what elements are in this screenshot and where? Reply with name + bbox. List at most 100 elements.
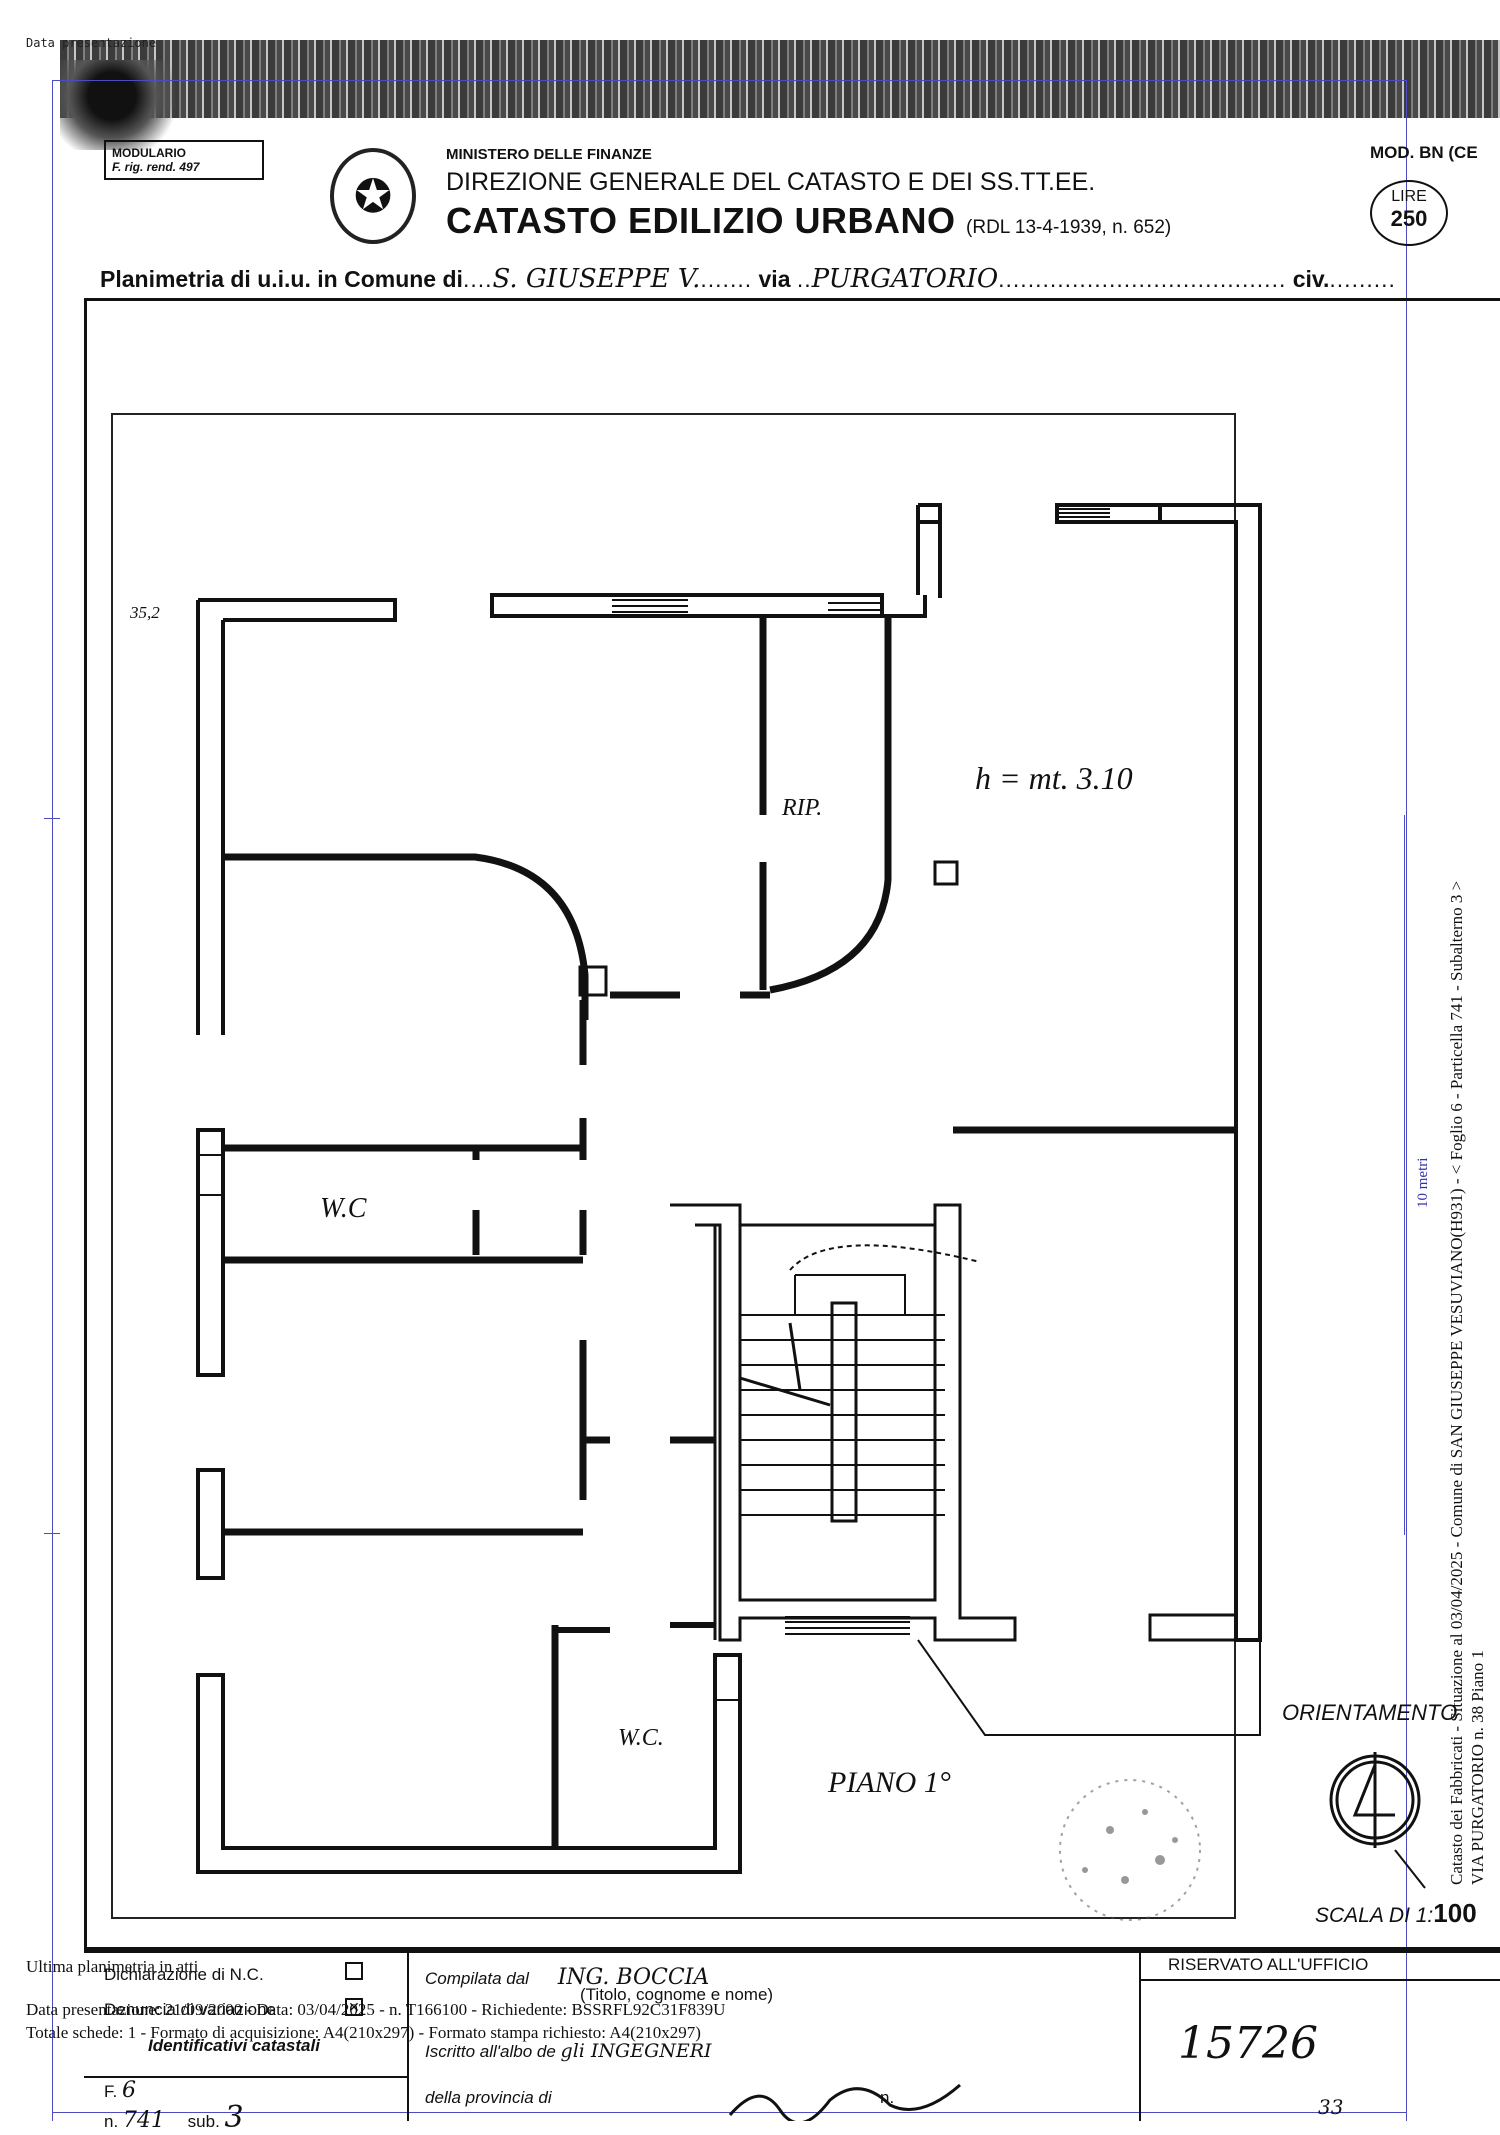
wall-right — [1160, 503, 1262, 1642]
stair-landing — [794, 1274, 906, 1315]
window-stair — [785, 1616, 910, 1635]
guide-tick-left-1 — [44, 818, 60, 819]
office-stamp-blot — [1059, 1779, 1201, 1921]
label-wc-2: W.C. — [618, 1725, 664, 1751]
window-top-3 — [1057, 508, 1110, 518]
catasto-side-stamp: Catasto dei Fabbricati - Situazione al 0… — [1446, 881, 1488, 1885]
scala-label: SCALA DI 1:100 — [1315, 1898, 1477, 1929]
compass-icon — [1329, 1752, 1426, 1889]
foglio-label: F. — [104, 2082, 118, 2101]
lire-value: 250 — [1390, 206, 1428, 231]
denuncia-label: Denuncia di variazione — [104, 2000, 276, 2019]
iscritto-label: Iscritto all'albo de — [425, 2042, 556, 2061]
top-left-text: Data presentazione — [26, 36, 157, 50]
guide-line-right — [1406, 80, 1407, 2121]
scan-noise-band — [60, 40, 1500, 118]
via-value: PURGATORIO — [811, 264, 999, 294]
bottom-form — [84, 1950, 1500, 2124]
window-top-2 — [828, 594, 880, 611]
riservato-label: RISERVATO ALL'UFFICIO — [1168, 1955, 1369, 1974]
wall-notch-top — [916, 505, 940, 524]
window-left-wc — [198, 1154, 223, 1196]
ministry-title: MINISTERO DELLE FINANZE — [446, 146, 652, 163]
guide-line-top — [52, 80, 1406, 81]
scale-bar — [1404, 815, 1405, 1535]
catasto-name: CATASTO EDILIZIO URBANO — [446, 200, 956, 241]
stair-block — [670, 1203, 1261, 1736]
label-wc-1: W.C — [320, 1193, 367, 1224]
catasto-title: CATASTO EDILIZIO URBANO (RDL 13-4-1939, … — [446, 200, 1171, 242]
compilata-label: Compilata dal — [425, 1969, 529, 1988]
wall-bottom-left — [196, 1653, 742, 1874]
guide-line-bottom — [52, 2112, 1406, 2113]
denuncia-checkbox-checked: ✕ — [345, 1998, 363, 2016]
ufficio-small-number: 33 — [1318, 2095, 1344, 2119]
albo-number-label: n. — [880, 2088, 895, 2107]
wall-left-middle — [196, 1128, 225, 1377]
window-bottom-wc — [715, 1654, 740, 1701]
republic-emblem-icon: ✪ — [330, 148, 416, 244]
dichiarazione-label: Dichiarazione di N.C. — [104, 1965, 264, 1984]
comune-value: S. GIUSEPPE V. — [492, 264, 701, 294]
plan-note-top-left: 35,2 — [130, 603, 160, 622]
catasto-ref: (RDL 13-4-1939, n. 652) — [966, 217, 1172, 238]
wall-top-left — [198, 598, 397, 622]
balcony-wall — [1148, 1613, 1238, 1642]
partition-bottom-stubs — [552, 1622, 715, 1640]
lire-stamp: LIRE 250 — [1370, 180, 1448, 246]
compilata-row: Compilata dal ING. BOCCIA — [425, 1965, 709, 1990]
sub-label: sub. — [187, 2112, 220, 2131]
side-stamp-line2: VIA PURGATORIO n. 38 Piano 1 — [1468, 1650, 1487, 1885]
iscritto-row: Iscritto all'albo de gli INGEGNERI — [425, 2040, 712, 2062]
planimetria-line: Planimetria di u.i.u. in Comune di....S.… — [100, 264, 1396, 294]
overlay-line-1: Ultima planimetria in atti — [26, 1957, 199, 1976]
modulario-line1: MODULARIO — [112, 146, 186, 160]
bottom-grid-lines — [84, 1950, 1500, 2121]
stair-dashed — [789, 1244, 981, 1271]
label-height: h = mt. 3.10 — [975, 760, 1133, 796]
window-top-1 — [612, 594, 688, 613]
sub-value: 3 — [224, 2100, 244, 2135]
stair-outer — [670, 1203, 1017, 1642]
scale-bar-label: 10 metri — [1415, 1157, 1431, 1208]
stair-arrow — [739, 1322, 831, 1407]
side-stamp-line1: Catasto dei Fabbricati - Situazione al 0… — [1447, 880, 1466, 1885]
mod-label: MOD. BN (CE — [1370, 143, 1478, 162]
compilata-value: ING. BOCCIA — [557, 1965, 710, 1990]
foglio-value: 6 — [121, 2078, 136, 2103]
label-piano: PIANO 1° — [828, 1766, 951, 1799]
column-marker-2 — [578, 965, 608, 997]
guide-line-left — [52, 80, 53, 2121]
provincia-label: della provincia di — [425, 2088, 552, 2107]
scala-text: SCALA DI 1: — [1315, 1904, 1434, 1927]
numero-label: n. — [104, 2112, 119, 2131]
stair-treads — [740, 1314, 945, 1516]
wall-top-step — [882, 595, 927, 618]
partition-rip-curve — [769, 617, 892, 994]
drawing-frame-outer — [84, 298, 1500, 1950]
civ-label: civ. — [1292, 266, 1330, 292]
plan-partitions — [223, 617, 1236, 1850]
dichiarazione-checkbox — [345, 1962, 363, 1980]
numero-row: n. 741 sub. 3 — [104, 2100, 244, 2135]
direzione-title: DIREZIONE GENERALE DEL CATASTO E DEI SS.… — [446, 168, 1096, 196]
column-marker — [933, 860, 959, 886]
partition-wc-walls — [223, 1144, 583, 1264]
scan-noise-blot — [60, 60, 190, 150]
stair-core — [830, 1301, 858, 1523]
balcony-outline — [917, 1639, 1261, 1736]
titolo-hint: (Titolo, cognome e nome) — [580, 1985, 774, 2004]
identificativi-label: Identificativi catastali — [148, 2036, 320, 2055]
plan-walls — [196, 503, 1262, 1874]
iscritto-value: gli INGEGNERI — [560, 2040, 712, 2062]
lire-label: LIRE — [1391, 188, 1427, 205]
ufficio-number: 15726 — [1178, 2018, 1318, 2069]
orientamento-label: ORIENTAMENTO — [1282, 1700, 1458, 1725]
modulario-box: MODULARIO F. rig. rend. 497 — [104, 140, 264, 180]
guide-tick-left-2 — [44, 1533, 60, 1534]
overlay-line-2: Data presentazione: 21/09/2000 - Data: 0… — [26, 2000, 726, 2019]
overlay-line-3: Totale schede: 1 - Formato di acquisizio… — [26, 2023, 701, 2042]
via-label: via — [758, 266, 791, 292]
wall-left-lower-short — [196, 1468, 225, 1580]
